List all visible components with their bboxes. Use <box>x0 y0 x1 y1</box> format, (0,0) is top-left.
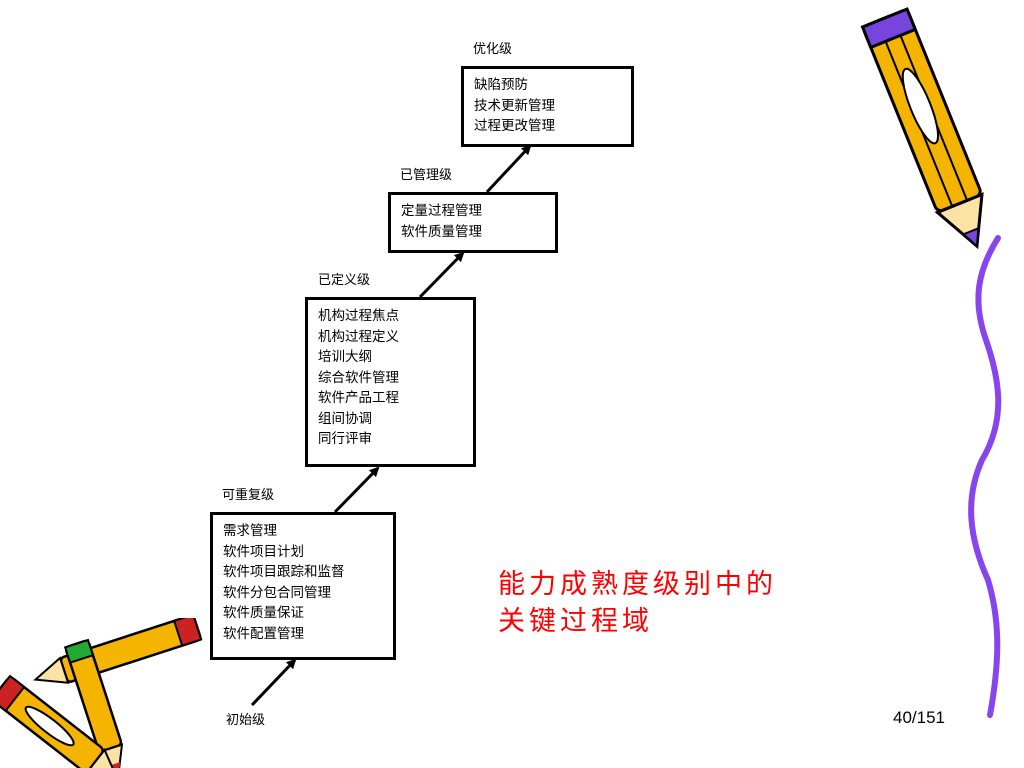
level-label-optimizing: 优化级 <box>473 42 513 57</box>
pencil-icon <box>0 674 120 768</box>
kpa-item: 软件配置管理 <box>223 625 304 642</box>
pencil-icon <box>860 7 1002 718</box>
level-label-repeatable: 可重复级 <box>222 488 275 503</box>
arrow-managed-to-optimizing <box>485 144 532 194</box>
kpa-item: 软件产品工程 <box>318 390 399 406</box>
kpa-item: 软件项目计划 <box>223 543 304 560</box>
kpa-item: 同行评审 <box>318 431 372 447</box>
kpa-item: 组间协调 <box>318 410 372 427</box>
kpa-item: 过程更改管理 <box>474 118 555 134</box>
pencil-icon <box>33 618 203 684</box>
kpa-item: 培训大纲 <box>318 349 372 365</box>
kpa-item: 机构过程焦点 <box>318 308 399 324</box>
level-label-defined: 已定义级 <box>318 273 371 288</box>
title-line-1: 能力成熟度级别中的 <box>498 569 777 600</box>
arrow-initial-to-repeatable <box>250 658 297 707</box>
kpa-item: 软件质量保证 <box>223 605 304 621</box>
wavy-line <box>968 235 1002 718</box>
kpa-item: 机构过程定义 <box>318 328 399 345</box>
kpa-item: 综合软件管理 <box>318 369 399 386</box>
level-label-initial: 初始级 <box>226 713 266 728</box>
slide-title: 能力成熟度级别中的 关键过程域 <box>498 566 777 640</box>
box-defined: 机构过程焦点 机构过程定义 培训大纲 综合软件管理 软件产品工程 组间协调 同行… <box>305 297 476 467</box>
pencil-group <box>0 618 203 768</box>
title-line-2: 关键过程域 <box>498 606 653 637</box>
kpa-item: 技术更新管理 <box>474 97 555 114</box>
page-number: 40/151 <box>893 708 945 727</box>
kpa-item: 定量过程管理 <box>401 203 482 219</box>
arrow-repeatable-to-defined <box>333 466 380 514</box>
box-repeatable: 需求管理 软件项目计划 软件项目跟踪和监督 软件分包合同管理 软件质量保证 软件… <box>210 512 396 660</box>
kpa-item: 软件质量管理 <box>401 223 482 240</box>
arrow-defined-to-managed <box>418 251 465 299</box>
kpa-item: 缺陷预防 <box>474 77 528 93</box>
level-label-managed: 已管理级 <box>400 168 453 183</box>
kpa-item: 软件项目跟踪和监督 <box>223 564 345 580</box>
kpa-item: 软件分包合同管理 <box>223 584 331 601</box>
kpa-item: 需求管理 <box>223 523 277 539</box>
box-optimizing: 缺陷预防 技术更新管理 过程更改管理 <box>461 66 634 147</box>
box-managed: 定量过程管理 软件质量管理 <box>388 192 558 253</box>
